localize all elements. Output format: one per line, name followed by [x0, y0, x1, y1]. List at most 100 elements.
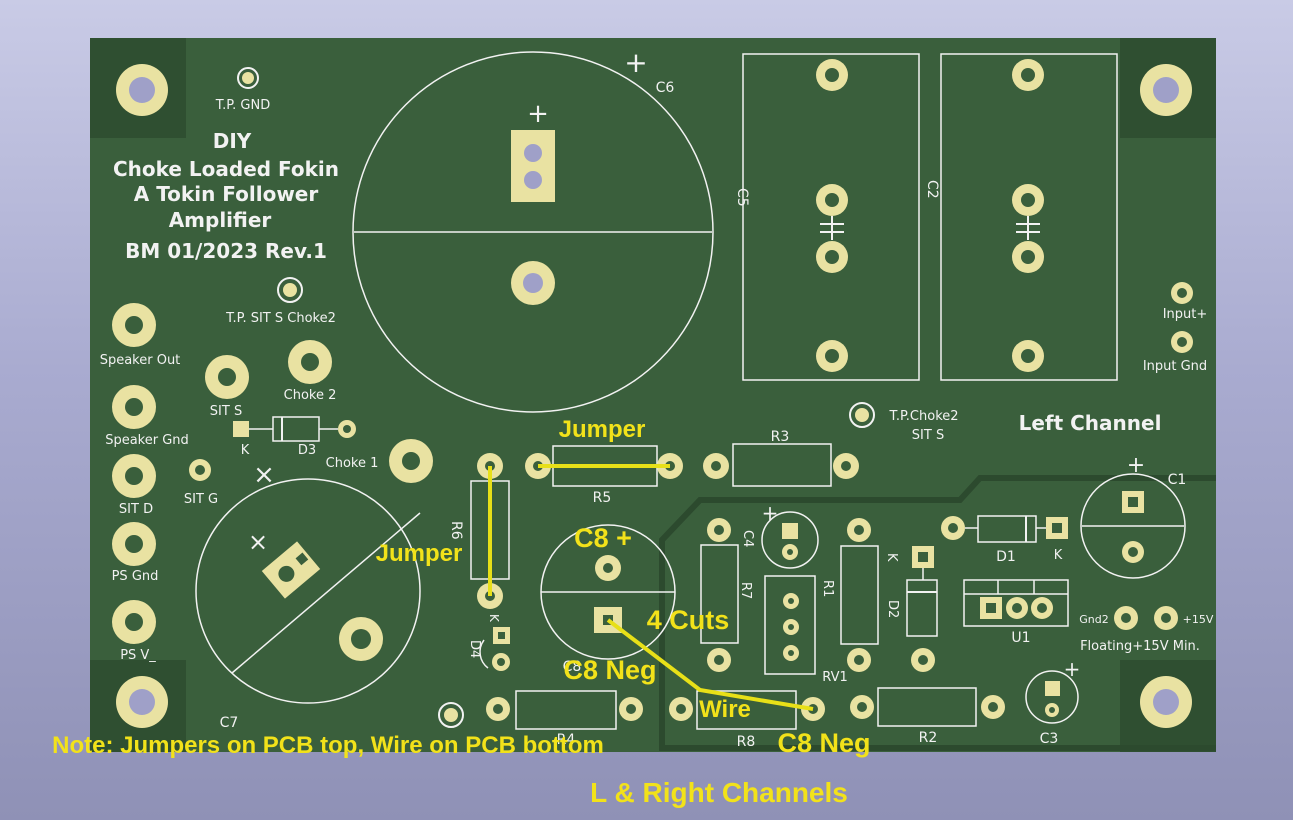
d4-led: D4 K	[467, 614, 510, 671]
title-block: DIY Choke Loaded Fokin A Tokin Follower …	[113, 129, 339, 263]
ps-gnd-label: PS Gnd	[112, 569, 159, 584]
r1-refdes: R1	[820, 580, 835, 597]
left-connectors: Speaker Out Speaker Gnd SIT D PS Gnd PS …	[100, 303, 433, 663]
input-gnd-label: Input Gnd	[1143, 359, 1207, 374]
r5-refdes: R5	[593, 490, 612, 506]
tp-bottom-pad	[444, 708, 458, 722]
jumpers-and-wire	[488, 464, 814, 711]
annotation-c8-neg-left: C8 Neg	[563, 655, 656, 685]
c8-refdes: C8	[563, 659, 582, 675]
tp-sit-s-ring	[277, 277, 303, 303]
tp-bottom-ring	[438, 702, 464, 728]
tp-choke2-ring	[849, 402, 875, 428]
d3-diode: K D3	[233, 416, 356, 458]
annotation-channels: L & Right Channels	[590, 777, 848, 808]
tp-sit-s-pad	[283, 283, 297, 297]
wire-line	[606, 618, 814, 711]
c6-plus-outer: +	[624, 46, 647, 79]
title-line-2: Choke Loaded Fokin	[113, 157, 339, 181]
tp-sit-s-choke2-label: T.P. SIT S Choke2	[225, 311, 336, 326]
c6-plus-inner: +	[527, 99, 549, 129]
c3-refdes: C3	[1040, 731, 1059, 747]
c5-capacitor: C5	[734, 53, 920, 381]
d1-k-label: K	[1054, 548, 1063, 563]
c5-refdes: C5	[734, 188, 750, 207]
d1-diode: D1 K	[941, 515, 1068, 565]
annotation-four-cuts: 4 Cuts	[647, 605, 730, 635]
c1-capacitor: + C1	[1080, 453, 1187, 579]
annotation-c8-plus: C8 +	[574, 523, 632, 553]
c1-refdes: C1	[1168, 472, 1187, 488]
gnd2-label: Gnd2	[1079, 613, 1108, 626]
tp-gnd-label: T.P. GND	[215, 98, 270, 113]
title-line-5: BM 01/2023 Rev.1	[125, 239, 327, 263]
rv1-refdes: RV1	[822, 670, 848, 685]
r8-refdes: R8	[737, 734, 756, 750]
title-line-1: DIY	[213, 129, 252, 153]
d3-refdes: D3	[298, 443, 316, 458]
c1-plus: +	[1127, 453, 1145, 478]
annotation-jumper-left: Jumper	[376, 540, 463, 567]
speaker-gnd-label: Speaker Gnd	[105, 433, 189, 448]
ps-v-label: PS V_	[120, 648, 156, 663]
tp-gnd-pad	[242, 72, 254, 84]
r7-refdes: R7	[738, 582, 753, 599]
title-line-4: Amplifier	[169, 208, 272, 232]
left-channel-label: Left Channel	[1019, 411, 1162, 435]
c4-refdes: C4	[740, 530, 755, 547]
u1-refdes: U1	[1011, 630, 1030, 646]
d4-k-label: K	[487, 614, 501, 623]
u1-regulator: U1	[963, 579, 1069, 646]
ground-plane-outline	[659, 475, 1216, 751]
input-connectors: Input+ Input Gnd	[1143, 282, 1207, 374]
r4-resistor: R4	[486, 690, 643, 748]
r3-refdes: R3	[771, 429, 790, 445]
floating-15v-label: Floating+15V Min.	[1080, 639, 1200, 654]
tp-choke2-pad	[855, 408, 869, 422]
choke1-label: Choke 1	[326, 456, 379, 471]
r2-resistor: R2	[850, 687, 1005, 746]
r6-refdes: R6	[448, 521, 464, 540]
c3-plus: +	[1064, 657, 1081, 681]
c2-capacitor: C2	[924, 53, 1118, 381]
plus15v-label: +15V	[1183, 613, 1214, 626]
rv1-trimmer: RV1	[764, 575, 848, 685]
c7-refdes: C7	[220, 715, 239, 731]
choke2-label: Choke 2	[284, 388, 337, 403]
d2-refdes: D2	[885, 600, 900, 618]
c4-plus: +	[762, 501, 779, 525]
r2-refdes: R2	[919, 730, 938, 746]
d2-diode: K D2	[884, 546, 938, 672]
d1-refdes: D1	[996, 549, 1016, 565]
c3-capacitor: + C3	[1025, 657, 1081, 747]
input-plus-label: Input+	[1163, 307, 1208, 322]
annotation-wire: Wire	[699, 696, 751, 723]
tp-gnd-ring	[237, 67, 259, 89]
sit-g-label: SIT G	[184, 492, 218, 507]
d4-refdes: D4	[467, 640, 482, 658]
tp-choke2-label: T.P.Choke2	[888, 409, 958, 424]
d3-k-label: K	[241, 443, 250, 458]
floating-supply-connectors: Gnd2 +15V Floating+15V Min.	[1079, 606, 1214, 654]
tp-choke2-sit-s-label: SIT S	[912, 428, 944, 443]
r4-refdes: R4	[557, 732, 576, 748]
pcb-board	[90, 38, 1216, 752]
r1-resistor: R1	[820, 518, 879, 672]
c6-refdes: C6	[656, 80, 675, 96]
annotation-c8-neg-right: C8 Neg	[777, 728, 870, 758]
c4-capacitor: + C4	[740, 501, 819, 569]
c2-refdes: C2	[924, 180, 940, 199]
r7-resistor: R7	[700, 518, 753, 672]
title-line-3: A Tokin Follower	[134, 182, 319, 206]
sit-s-label: SIT S	[210, 404, 242, 419]
annotation-jumper-top: Jumper	[559, 416, 646, 443]
c7-capacitor: × × C7	[195, 460, 421, 731]
mounting-holes	[116, 64, 1192, 728]
d2-k-label: K	[884, 553, 899, 562]
r3-resistor: R3	[703, 429, 859, 487]
annotation-note: Note: Jumpers on PCB top, Wire on PCB bo…	[52, 732, 604, 759]
sit-d-label: SIT D	[119, 502, 153, 517]
speaker-out-label: Speaker Out	[100, 353, 181, 368]
c7-x-outer: ×	[253, 460, 275, 490]
